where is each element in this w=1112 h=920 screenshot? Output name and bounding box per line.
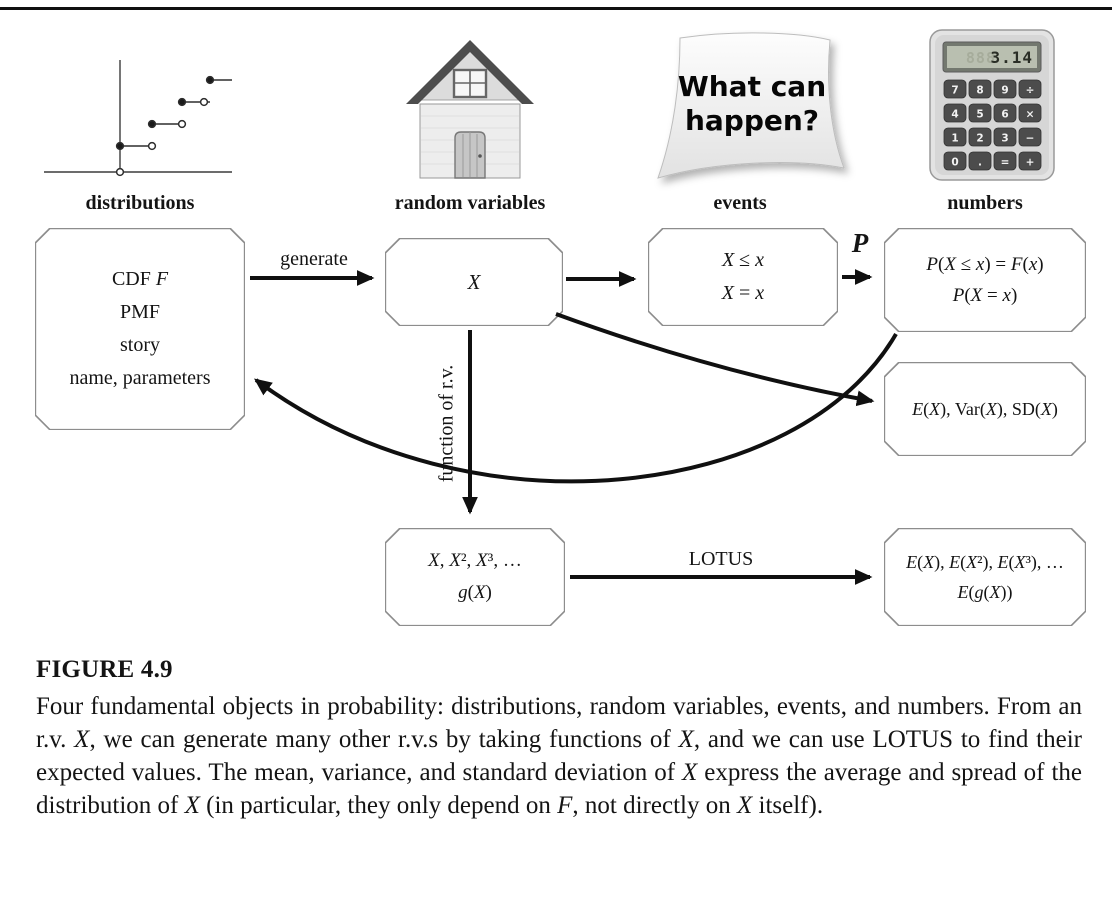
sign-paper — [657, 32, 845, 179]
display-value: 3.14 — [990, 48, 1033, 67]
box-line: X — [467, 269, 481, 294]
svg-text:=: = — [1001, 157, 1010, 169]
box-line: X, X², X³, … — [428, 550, 522, 572]
svg-text:2: 2 — [976, 133, 983, 145]
box-line: E(g(X)) — [957, 581, 1013, 602]
box-line: X = x — [721, 282, 765, 304]
svg-text:8: 8 — [976, 85, 983, 97]
calculator-keys: 7 8 9 ÷ 4 5 6 × 1 2 3 − 0. = + — [943, 79, 1042, 171]
box-line: E(X), Var(X), SD(X) — [912, 398, 1058, 419]
column-label-numbers: numbers — [947, 192, 1023, 214]
svg-text:.: . — [978, 157, 982, 169]
column-label-events: events — [713, 192, 767, 214]
door-knob — [478, 154, 482, 158]
box-line: CDF F — [111, 268, 169, 290]
svg-text:−: − — [1026, 133, 1035, 145]
display-ghost-digits: 888 — [966, 49, 996, 67]
box-distributions: CDF F PMF story name, parameters — [35, 228, 245, 430]
label-function-of-rv: function of r.v. — [435, 364, 458, 483]
svg-text:4: 4 — [951, 109, 958, 121]
svg-text:5: 5 — [976, 109, 983, 121]
box-line: g(X) — [458, 582, 492, 603]
box-random-variable: X — [385, 238, 563, 326]
svg-text:6: 6 — [1001, 109, 1008, 121]
box-moments: E(X), Var(X), SD(X) — [884, 362, 1086, 456]
svg-text:3: 3 — [1001, 133, 1008, 145]
svg-text:7: 7 — [951, 85, 958, 97]
roof — [406, 40, 534, 104]
house-icon — [406, 40, 534, 179]
column-label-random-variables: random variables — [394, 192, 546, 214]
what-can-happen-sign-icon: What can happen? — [657, 32, 845, 179]
svg-text:÷: ÷ — [1026, 85, 1035, 97]
box-line: P(X ≤ x) = F(x) — [926, 253, 1044, 275]
svg-text:0: 0 — [951, 157, 958, 169]
label-lotus: LOTUS — [688, 548, 754, 570]
cdf-plot-icon — [44, 60, 232, 177]
svg-text:+: + — [1026, 157, 1035, 169]
box-lotus-results: E(X), E(X²), E(X³), … E(g(X)) — [884, 528, 1086, 626]
box-line: story — [120, 334, 160, 356]
calculator-icon: 888 3.14 7 8 9 ÷ 4 5 6 × 1 2 3 − 0. = + — [929, 29, 1055, 181]
box-events: X ≤ x X = x — [648, 228, 838, 326]
door — [454, 131, 486, 179]
cdf-axes — [44, 60, 232, 173]
arrow-x-to-moments — [555, 312, 875, 407]
box-line: name, parameters — [69, 367, 211, 389]
box-line: P(X = x) — [952, 284, 1018, 306]
box-line: E(X), E(X²), E(X³), … — [906, 551, 1064, 572]
svg-text:×: × — [1026, 109, 1035, 121]
label-generate: generate — [280, 248, 348, 270]
top-rule — [0, 7, 1112, 10]
arrow-probabilities-to-distributions — [254, 332, 898, 484]
box-line: X ≤ x — [721, 249, 765, 271]
label-probability-p: P — [851, 228, 869, 258]
calculator-display: 888 3.14 — [942, 41, 1042, 73]
cdf-steps — [115, 75, 232, 177]
svg-text:1: 1 — [951, 133, 958, 145]
sign-text-line-2: happen? — [685, 104, 819, 137]
figure-label: FIGURE 4.9 — [36, 656, 173, 683]
box-line: PMF — [119, 301, 161, 323]
box-functions-of-rv: X, X², X³, … g(X) — [385, 528, 565, 626]
svg-text:9: 9 — [1001, 85, 1008, 97]
figure-caption: Four fundamental objects in probability:… — [36, 693, 1083, 819]
attic-window — [452, 68, 488, 99]
column-label-distributions: distributions — [85, 192, 195, 214]
box-probabilities: P(X ≤ x) = F(x) P(X = x) — [884, 228, 1086, 332]
sign-text-line-1: What can — [678, 70, 826, 103]
